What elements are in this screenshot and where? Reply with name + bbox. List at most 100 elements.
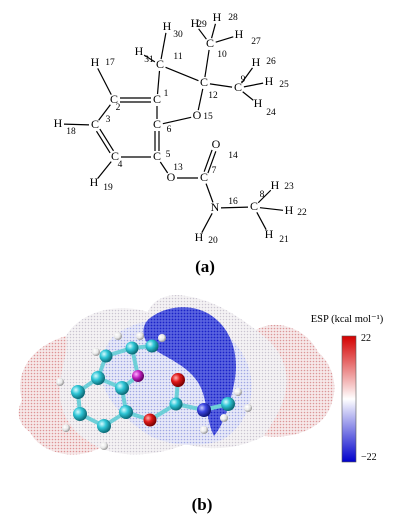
atom-number-label: 4: [118, 160, 123, 170]
colorbar-min-label: −22: [361, 452, 377, 463]
atom-symbol-h: H: [265, 227, 274, 241]
atom-ball-c: [221, 397, 235, 411]
atom-ball-h: [200, 426, 208, 434]
atom-number-label: 5: [166, 150, 171, 160]
bond-line: [205, 183, 214, 203]
atom-ball-c: [91, 371, 105, 385]
atom-ball-h: [62, 424, 70, 432]
atom-number-label: 17: [105, 58, 115, 68]
atom-symbol-c: C: [91, 117, 99, 131]
atom-symbol-o: O: [193, 108, 202, 122]
atom-symbol-o: O: [167, 170, 176, 184]
atom-ball-h: [136, 332, 144, 340]
bond-line: [97, 68, 112, 95]
atom-symbol-c: C: [111, 149, 119, 163]
atom-ball-c: [71, 385, 85, 399]
atom-symbol-h: H: [191, 16, 200, 30]
panel-label-a: (a): [195, 257, 215, 276]
colorbar: [341, 335, 357, 463]
atom-ball-c: [97, 419, 111, 433]
atom-ball-c: [115, 381, 129, 395]
atom-ball-c: [169, 397, 183, 411]
atom-number-label: 8: [260, 190, 265, 200]
bond-line: [209, 83, 233, 88]
atom-number-label: 12: [208, 91, 218, 101]
atom-number-label: 10: [217, 50, 227, 60]
atom-ball-h: [220, 414, 228, 422]
bond-line: [242, 91, 254, 101]
bond-line: [98, 104, 111, 121]
atom-number-label: 26: [266, 57, 276, 67]
bond-line: [63, 123, 90, 126]
atom-symbol-h: H: [135, 44, 144, 58]
bond-lines: [63, 23, 284, 233]
atom-symbol-c: C: [200, 170, 208, 184]
atom-symbol-c: C: [200, 75, 208, 89]
atom-number-label: 2: [116, 103, 121, 113]
bond-line: [203, 149, 213, 172]
atom-number-label: 7: [212, 166, 217, 176]
atom-symbol-c: C: [206, 36, 214, 50]
atom-symbol-c: C: [234, 80, 242, 94]
bond-line: [220, 206, 249, 209]
panel-label-b: (b): [192, 495, 213, 514]
atom-ball-c: [125, 341, 139, 355]
atom-number-label: 23: [284, 182, 294, 192]
bond-line: [159, 161, 169, 174]
atom-symbol-h: H: [254, 96, 263, 110]
bond-line: [210, 23, 217, 39]
atom-ball-h: [234, 388, 242, 396]
bond-line: [165, 66, 199, 82]
bond-line: [243, 82, 264, 88]
bond-line: [215, 36, 234, 43]
bond-line: [95, 130, 111, 154]
bond-line: [99, 128, 115, 152]
atom-number-label: 13: [173, 163, 183, 173]
atom-symbol-c: C: [153, 117, 161, 131]
atom-number-label: 18: [66, 127, 76, 137]
atom-symbol-c: C: [250, 199, 258, 213]
atom-number-label: 6: [167, 125, 172, 135]
atom-number-label: 16: [228, 197, 238, 207]
atom-symbol-c: C: [153, 92, 161, 106]
atom-ball-o: [143, 413, 157, 427]
atom-number-label: 20: [208, 236, 218, 246]
bond-line: [143, 54, 156, 63]
esp-surface-render: ESP (kcal mol⁻¹) 22 −22: [18, 294, 384, 463]
esp-surface-positive-right: [256, 324, 335, 437]
atom-ball-h: [114, 332, 122, 340]
atom-ball-h: [92, 348, 100, 356]
atom-symbol-h: H: [213, 10, 222, 24]
atom-symbol-h: H: [91, 55, 100, 69]
atom-symbol-c: C: [156, 57, 164, 71]
colorbar-max-label: 22: [361, 333, 371, 344]
atom-ball-h: [56, 378, 64, 386]
atom-number-label: 29: [197, 20, 207, 30]
atom-symbol-h: H: [235, 27, 244, 41]
atom-ball-c: [145, 339, 159, 353]
atom-ball-h: [158, 334, 166, 342]
atom-number-label: 9: [241, 75, 246, 85]
atom-symbol-o: O: [212, 137, 221, 151]
atom-number-label: 11: [173, 52, 182, 62]
atom-symbol-h: H: [285, 203, 294, 217]
atom-ball-c: [119, 405, 133, 419]
atom-number-label: 31: [144, 55, 154, 65]
bond-line: [257, 189, 272, 204]
bond-line: [197, 88, 204, 111]
atom-symbol-h: H: [265, 74, 274, 88]
atom-number-label: 19: [103, 183, 113, 193]
bond-line: [259, 207, 284, 211]
atom-ball-o: [132, 370, 144, 382]
bond-line: [241, 67, 253, 84]
bond-line: [207, 151, 217, 174]
atom-symbol-h: H: [195, 230, 204, 244]
atom-ball-c: [99, 349, 113, 363]
atom-number-label: 24: [266, 108, 276, 118]
atom-number-label: 27: [251, 37, 261, 47]
atom-symbol-h: H: [271, 178, 280, 192]
atom-symbol-h: H: [90, 175, 99, 189]
bond-line: [256, 212, 267, 230]
